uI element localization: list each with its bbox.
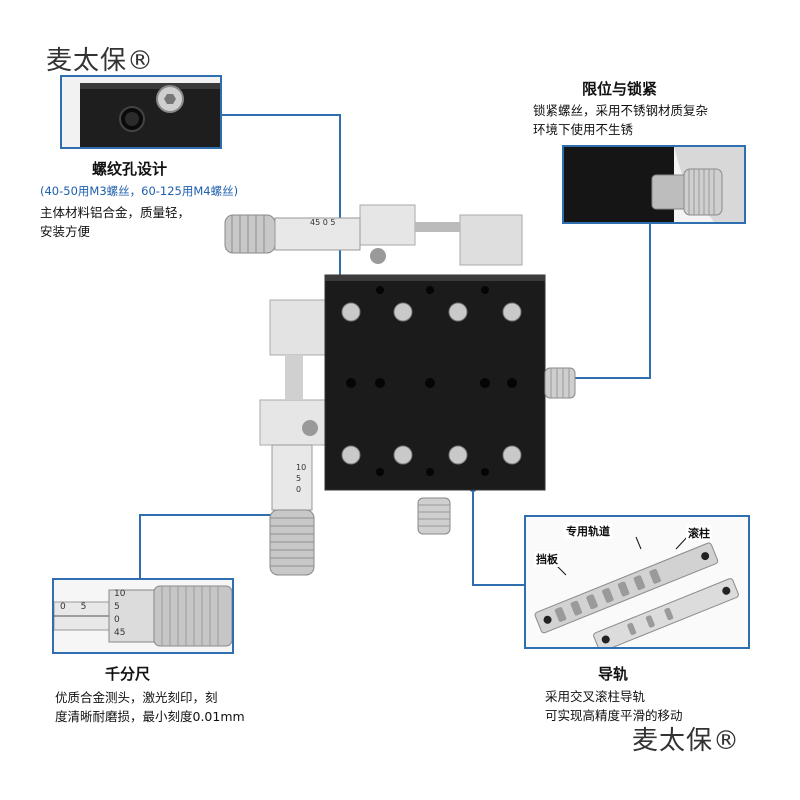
lock-title: 限位与锁紧: [582, 80, 658, 98]
scale-mark: 5: [330, 218, 336, 227]
desc-line: 可实现高精度平滑的移动: [545, 708, 683, 723]
scale-mark: 0: [114, 615, 120, 625]
scale-mark: 45: [310, 218, 321, 227]
scale-mark: 5: [296, 474, 302, 483]
scale-mark: 5: [114, 602, 120, 612]
rail-closeup: 专用轨道 滚柱 挡板: [524, 515, 750, 649]
desc-line: 锁紧螺丝，采用不锈钢材质复杂: [533, 103, 709, 118]
scale-mark: 0: [296, 485, 302, 494]
thread-hole-desc: 主体材料铝合金，质量轻， 安装方便: [40, 203, 190, 241]
rail-label-roller: 滚柱: [686, 525, 712, 541]
desc-line: 采用交叉滚柱导轨: [545, 689, 646, 704]
desc-line: 安装方便: [40, 224, 91, 239]
rail-title: 导轨: [598, 665, 629, 683]
thread-hole-closeup: [60, 75, 222, 149]
scale-mark: 5: [80, 602, 87, 612]
thread-hole-title: 螺纹孔设计: [92, 160, 168, 178]
desc-line: 环境下使用不生锈: [533, 122, 634, 137]
micrometer-desc: 优质合金测头，激光刻印，刻 度清晰耐磨损，最小刻度0.01mm: [55, 688, 245, 726]
desc-line: 度清晰耐磨损，最小刻度0.01mm: [55, 709, 245, 724]
thread-hole-note: (40-50用M3螺丝，60-125用M4螺丝): [40, 184, 239, 198]
desc-line: 优质合金测头，激光刻印，刻: [55, 690, 218, 705]
micrometer-x-scale: 45 0 5: [310, 218, 335, 227]
rail-label-plate: 挡板: [534, 551, 560, 567]
lock-desc: 锁紧螺丝，采用不锈钢材质复杂 环境下使用不生锈: [533, 101, 708, 139]
scale-mark: 10: [296, 463, 307, 472]
micrometer-title: 千分尺: [105, 665, 151, 683]
micrometer-closeup: 0 5 10 5 0 45: [52, 578, 234, 654]
rail-desc: 采用交叉滚柱导轨 可实现高精度平滑的移动: [545, 687, 683, 725]
lock-screw-closeup: [562, 145, 746, 224]
brand-watermark-top: 麦太保®: [46, 46, 155, 76]
micrometer-thimble-marks: 10 5 0 45: [114, 588, 125, 640]
micrometer-y-scale: 10 5 0: [296, 462, 306, 495]
scale-mark: 0: [322, 218, 328, 227]
desc-line: 主体材料铝合金，质量轻，: [40, 205, 191, 220]
scale-mark: 10: [114, 589, 126, 599]
scale-mark: 45: [114, 628, 126, 638]
rail-label-track: 专用轨道: [564, 523, 612, 539]
brand-watermark-bottom: 麦太保®: [632, 726, 741, 756]
scale-mark: 0: [60, 602, 66, 612]
micrometer-sleeve-marks: 0 5: [60, 602, 86, 612]
xy-stage-product: 45 0 5 10 5 0: [220, 200, 580, 585]
